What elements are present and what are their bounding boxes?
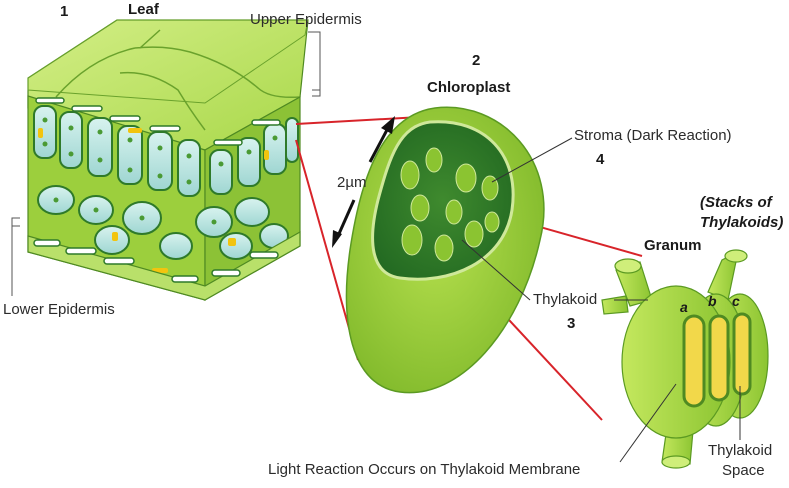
stroma-number: 4 [596,151,605,168]
chloroplast-grana [400,147,500,262]
thylakoid-space-line1: Thylakoid [708,442,773,459]
upper-epidermis-sheet [27,19,309,104]
scale-arrow [332,116,395,248]
granum-note-line2: Thylakoids) [700,214,784,231]
lower-epidermis-strip [27,230,301,301]
granum [601,249,769,469]
upper-epidermis-bracket [308,31,321,97]
leader-lines [461,137,741,463]
lower-epidermis-label: Lower Epidermis [3,301,115,318]
granum-letter-b: b [708,293,717,309]
thylakoid-space-line2: Space [722,462,765,479]
thylakoid-label: Thylakoid [533,291,598,308]
chloroplast-dots [42,117,278,225]
leaf-title: Leaf [128,1,159,18]
scale-label: 2µm [337,174,367,191]
chloroplast-title: Chloroplast [427,79,511,96]
granum-note-line1: (Stacks of [700,194,772,211]
stroma-label: Stroma (Dark Reaction) [574,127,732,144]
granum-letter-a: a [680,299,688,315]
upper-epidermis-cells [35,97,281,146]
palisade-cells [33,105,299,197]
leaf-vein-lines [55,29,301,131]
chloroplast [332,106,545,394]
granum-tube-left [601,295,629,315]
thylakoid-number: 3 [567,315,576,332]
lower-epidermis-bracket [11,217,20,296]
light-reaction-label: Light Reaction Occurs on Thylakoid Membr… [268,461,581,478]
chloroplast-number: 2 [472,52,481,69]
granum-title: Granum [644,237,702,254]
leaf-number: 1 [60,3,69,20]
granum-letter-c: c [732,293,740,309]
leaf-cross-section [11,19,321,302]
lower-epidermis-cells [33,239,279,283]
upper-epidermis-label: Upper Epidermis [250,11,362,28]
